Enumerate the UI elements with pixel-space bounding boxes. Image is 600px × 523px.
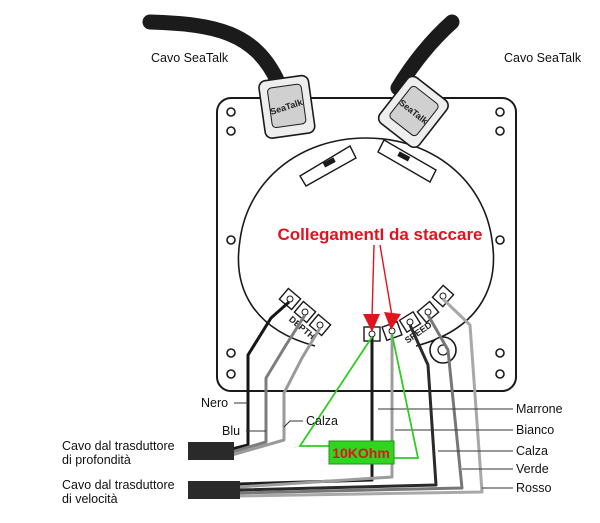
- seatalk-cable-right-label: Cavo SeaTalk: [504, 51, 582, 65]
- disconnect-arrows: [363, 244, 401, 332]
- seatalk-cable-left-label: Cavo SeaTalk: [151, 51, 229, 65]
- leader-lines: [234, 402, 513, 489]
- wire-label-calza-depth: Calza: [306, 414, 338, 428]
- speed-cable-label-line1: Cavo dal trasduttore: [62, 478, 175, 492]
- seatalk-cable-right: [390, 14, 460, 96]
- depth-wires: [231, 300, 322, 457]
- seatalk-connector-right: SeaTalk: [377, 75, 449, 149]
- seatalk-connector-left: SeaTalk: [258, 74, 316, 139]
- speed-transducer-cable: [188, 481, 240, 499]
- wire-label-verde: Verde: [516, 462, 549, 476]
- resistor-label: 10KOhm: [332, 445, 390, 461]
- resistor-wires: [298, 333, 420, 459]
- wire-label-nero: Nero: [201, 396, 228, 410]
- depth-cable-label-line1: Cavo dal trasduttore: [62, 439, 175, 453]
- resistor: [328, 440, 395, 465]
- seatalk-socket-right: [377, 139, 437, 183]
- seatalk-cable-left: [142, 14, 286, 90]
- wire-label-bianco: Bianco: [516, 423, 554, 437]
- wire-label-blu: Blu: [222, 424, 240, 438]
- depth-cable-label-line2: di profondità: [62, 453, 131, 467]
- disconnect-title: CollegamentI da staccare: [277, 225, 482, 244]
- wire-label-rosso: Rosso: [516, 481, 551, 495]
- wire-label-calza-speed: Calza: [516, 444, 548, 458]
- mounting-hole: [226, 107, 505, 379]
- speed-cable-label-line2: di velocità: [62, 492, 118, 506]
- depth-transducer-cable: [188, 442, 234, 460]
- seatalk-socket-left: [299, 145, 357, 187]
- wire-label-marrone: Marrone: [516, 402, 563, 416]
- instrument-housing: [237, 137, 495, 347]
